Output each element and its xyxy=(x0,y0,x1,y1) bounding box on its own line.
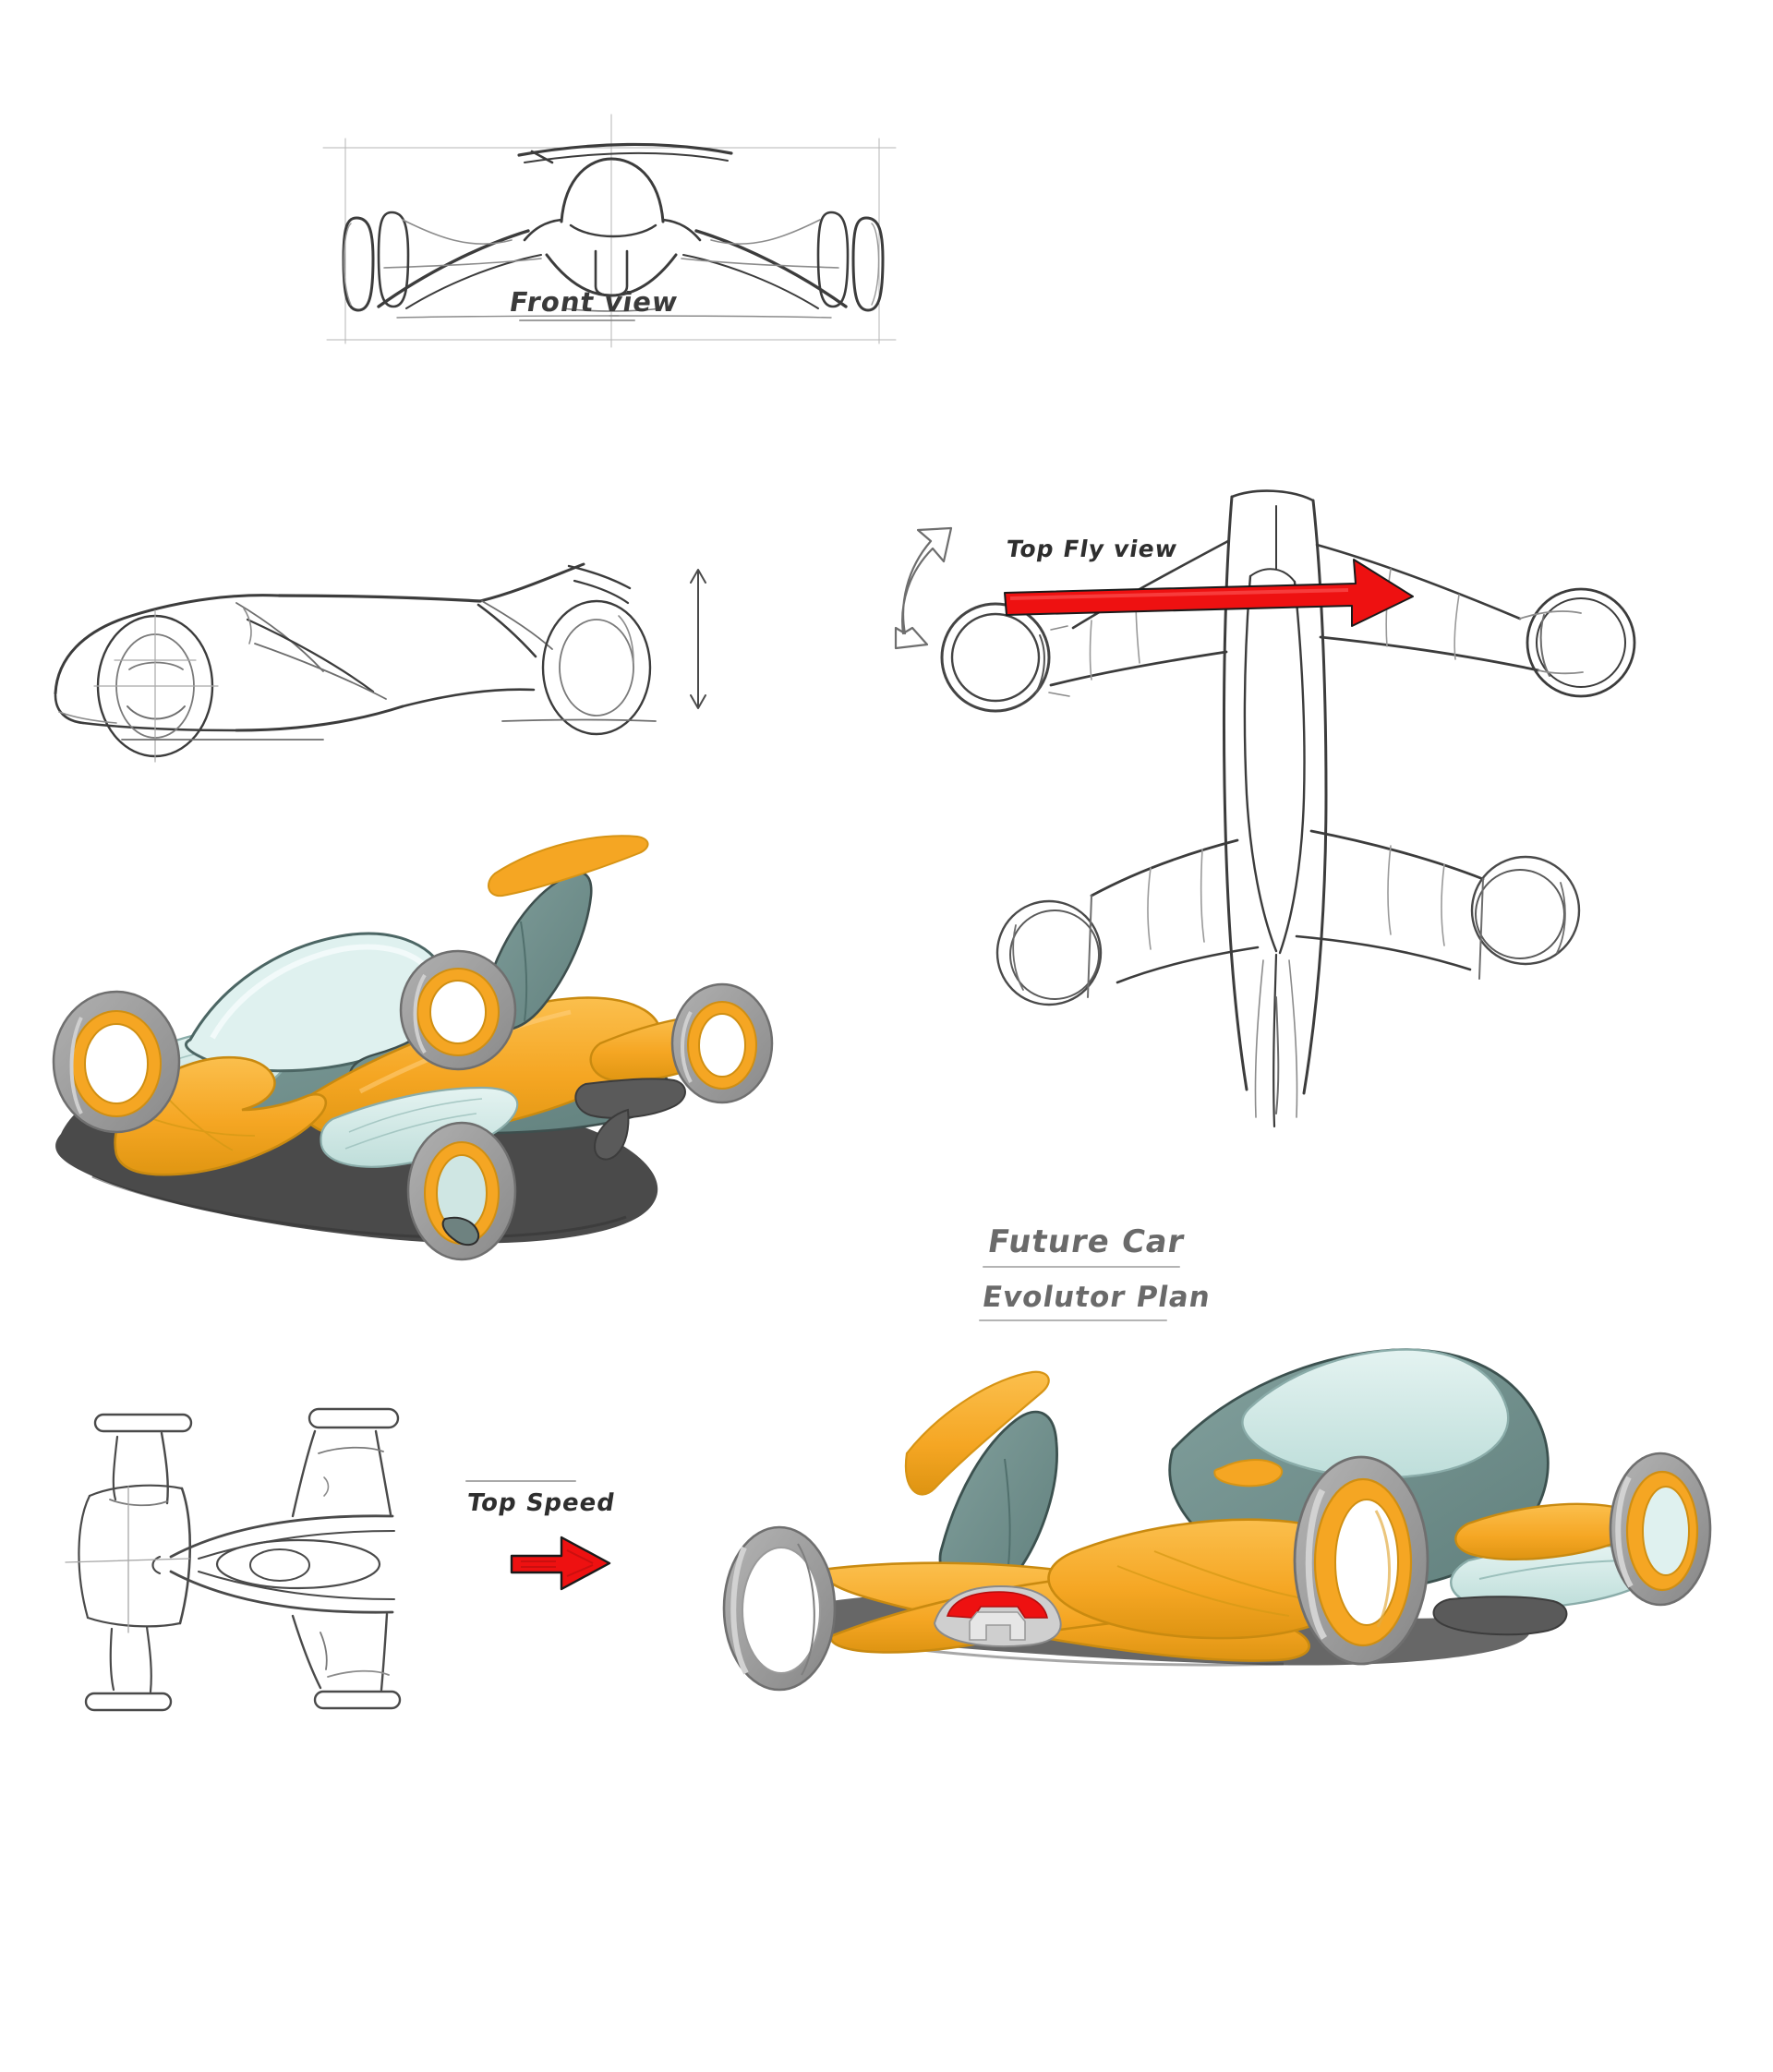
rear-glass xyxy=(1241,1348,1510,1479)
rear-wheel-left xyxy=(722,1525,837,1692)
top-fly-view-arrow-icon xyxy=(1004,559,1414,627)
side-profile-sketch xyxy=(54,562,706,763)
rear-tail-light xyxy=(933,1584,1062,1647)
top-speed-arrow-icon xyxy=(510,1536,611,1591)
front-view-label: Front view xyxy=(507,286,681,318)
rear-wing-blade xyxy=(904,1370,1050,1496)
panel-top-speed: Top Speed xyxy=(462,1473,665,1602)
panel-side-profile xyxy=(46,531,730,763)
rear-car-render xyxy=(722,1348,1712,1692)
hero-wheel-rear-right xyxy=(670,982,774,1104)
panel-top-fly-view: Top Fly view xyxy=(859,480,1708,1163)
top-speed-label: Top Speed xyxy=(464,1489,618,1517)
hero-wing-blade xyxy=(488,835,649,897)
rear-wheel-right xyxy=(1609,1452,1712,1607)
panel-front-view: Front view xyxy=(314,111,905,351)
panel-rear-render xyxy=(637,1330,1727,1717)
title-primary: Future Car xyxy=(984,1223,1188,1260)
top-fly-view-label: Top Fly view xyxy=(1004,536,1180,562)
rotation-arrow-icon xyxy=(894,526,953,650)
front-view-sketch xyxy=(322,114,897,348)
top-speed-label-underline xyxy=(465,1480,576,1482)
hero-car-render xyxy=(52,835,774,1261)
rear-wheel-centre xyxy=(1293,1455,1429,1666)
title-secondary: Evolutor Plan xyxy=(980,1281,1213,1314)
title-primary-underline xyxy=(983,1266,1180,1268)
hero-wheel-front-right xyxy=(406,1121,517,1261)
hero-wheel-rear-left xyxy=(399,949,517,1071)
front-view-label-underline xyxy=(519,319,635,321)
top-fly-view-sketch xyxy=(894,489,1636,1128)
sheet-title-block: Future Car Evolutor Plan xyxy=(979,1223,1311,1343)
hero-wheel-front-left xyxy=(52,990,181,1134)
panel-hero-render xyxy=(28,766,794,1339)
title-secondary-underline xyxy=(979,1319,1167,1321)
plan-view-sketch xyxy=(65,1407,402,1712)
panel-plan-sketch xyxy=(51,1376,448,1727)
